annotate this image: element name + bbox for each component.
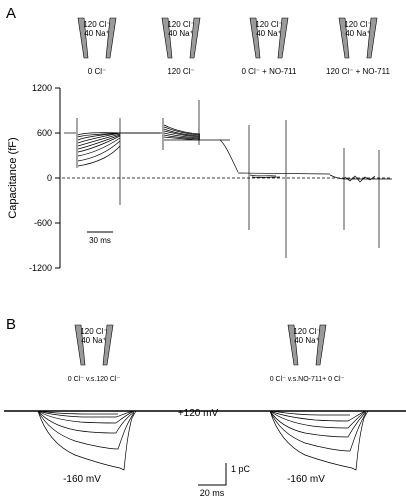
trace-charge-right xyxy=(269,410,367,452)
pipette-wall-right xyxy=(105,17,117,59)
trace-segment-120cl xyxy=(163,136,201,141)
pipette-na-label: 40 Na⁺ xyxy=(256,29,282,38)
voltage-label-top: +120 mV xyxy=(178,408,219,419)
trace-charge-right xyxy=(269,410,367,429)
scale-bar-time-label: 20 ms xyxy=(200,488,225,498)
trace-segment-0cl-no711 xyxy=(249,174,277,177)
pipette-cl-label: 120 Cl⁻ xyxy=(344,20,371,29)
trace-charge-left xyxy=(37,410,137,471)
pipette-cl-label: 120 Cl⁻ xyxy=(80,327,107,336)
condition-label-0cl: 0 Cl⁻ xyxy=(88,67,106,76)
voltage-label-bottom-left: -160 mV xyxy=(63,474,101,485)
charge-traces xyxy=(4,410,406,471)
trace-segment-0cl xyxy=(77,132,121,141)
trace-segment-0cl xyxy=(77,137,121,157)
trace-segment-120cl xyxy=(163,130,201,138)
pipette-icon-120cl-no711: 120 Cl⁻40 Na⁺ xyxy=(338,17,378,59)
trace-segment-0cl xyxy=(77,132,121,144)
trace-charge-left xyxy=(37,410,135,434)
pipette-na-label: 40 Na⁺ xyxy=(294,336,320,345)
y-axis-label: Capacitance (fF) xyxy=(7,137,19,218)
trace-noise xyxy=(344,175,376,183)
condition-label-0cl-no711: 0 Cl⁻ + NO-711 xyxy=(242,67,298,76)
pipette-wall-left xyxy=(249,17,261,59)
y-tick-label: -600 xyxy=(34,218,52,228)
trace-charge-right xyxy=(269,410,369,471)
panel-b-label: B xyxy=(6,316,16,333)
condition-label-120cl: 120 Cl⁻ xyxy=(167,67,194,76)
condition-label-b-right: 0 Cl⁻ v.s.NO-711+ 0 Cl⁻ xyxy=(270,376,345,383)
pipette-na-label: 40 Na⁺ xyxy=(168,29,194,38)
voltage-label-bottom-right: -160 mV xyxy=(287,474,325,485)
pipette-icon-0cl-no711: 120 Cl⁻40 Na⁺ xyxy=(249,17,289,59)
trace-segment-120cl-no711 xyxy=(329,174,392,180)
trace-segment-0cl xyxy=(77,134,121,150)
panel-a-label: A xyxy=(6,5,16,22)
trace-segment-0cl xyxy=(77,133,121,147)
trace-charge-left xyxy=(37,410,135,424)
pipette-wall-right xyxy=(189,17,201,59)
pipette-na-label: 40 Na⁺ xyxy=(84,29,110,38)
condition-label-120cl-no711: 120 Cl⁻ + NO-711 xyxy=(326,67,390,76)
pipette-wall-right xyxy=(277,17,289,59)
capacitance-traces xyxy=(64,100,392,258)
y-tick-label: 0 xyxy=(47,173,52,183)
pipette-na-label: 40 Na⁺ xyxy=(81,336,107,345)
pipette-wall-right xyxy=(366,17,378,59)
y-tick-label: -1200 xyxy=(29,263,52,273)
trace-segment-120cl xyxy=(163,124,201,135)
trace-segment-0cl xyxy=(77,145,121,167)
pipette-wall-left xyxy=(161,17,173,59)
y-tick-label: 1200 xyxy=(32,83,52,93)
pipette-cl-label: 120 Cl⁻ xyxy=(167,20,194,29)
scale-bar-charge-time xyxy=(198,463,227,486)
trace-segment-120cl xyxy=(163,126,201,136)
trace-segment-120cl xyxy=(163,128,201,137)
pipette-wall-left xyxy=(287,324,299,366)
trace-charge-left xyxy=(39,410,118,415)
pipette-wall-left xyxy=(338,17,350,59)
trace-segment-0cl xyxy=(77,135,121,153)
pipette-cl-label: 120 Cl⁻ xyxy=(255,20,282,29)
trace-charge-right xyxy=(269,410,367,438)
trace-charge-right xyxy=(271,410,350,416)
pipette-wall-right xyxy=(315,324,327,366)
trace-transition xyxy=(219,139,239,173)
trace-charge-right xyxy=(269,410,367,422)
trace-segment-0cl-no711 xyxy=(237,172,331,175)
trace-segment-0cl xyxy=(77,140,121,162)
y-tick-label: 600 xyxy=(37,128,52,138)
pipette-cl-label: 120 Cl⁻ xyxy=(83,20,110,29)
condition-label-b-left: 0 Cl⁻ v.s.120 Cl⁻ xyxy=(68,376,121,383)
pipette-icon-0cl: 120 Cl⁻40 Na⁺ xyxy=(77,17,117,59)
trace-segment-120cl xyxy=(163,134,201,140)
scale-bar-label: 30 ms xyxy=(89,236,111,245)
pipette-cl-label: 120 Cl⁻ xyxy=(293,327,320,336)
pipette-wall-right xyxy=(102,324,114,366)
pipette-wall-left xyxy=(77,17,89,59)
pipette-wall-left xyxy=(74,324,86,366)
scale-bar-charge-label: 1 pC xyxy=(231,464,251,474)
pipette-icon-b-left: 120 Cl⁻40 Na⁺ xyxy=(74,324,114,366)
trace-segment-120cl xyxy=(163,132,201,139)
trace-charge-left xyxy=(37,410,135,450)
pipette-icon-b-right: 120 Cl⁻40 Na⁺ xyxy=(287,324,327,366)
pipette-icon-120cl: 120 Cl⁻40 Na⁺ xyxy=(161,17,201,59)
pipette-na-label: 40 Na⁺ xyxy=(345,29,371,38)
trace-charge-left xyxy=(37,410,135,418)
